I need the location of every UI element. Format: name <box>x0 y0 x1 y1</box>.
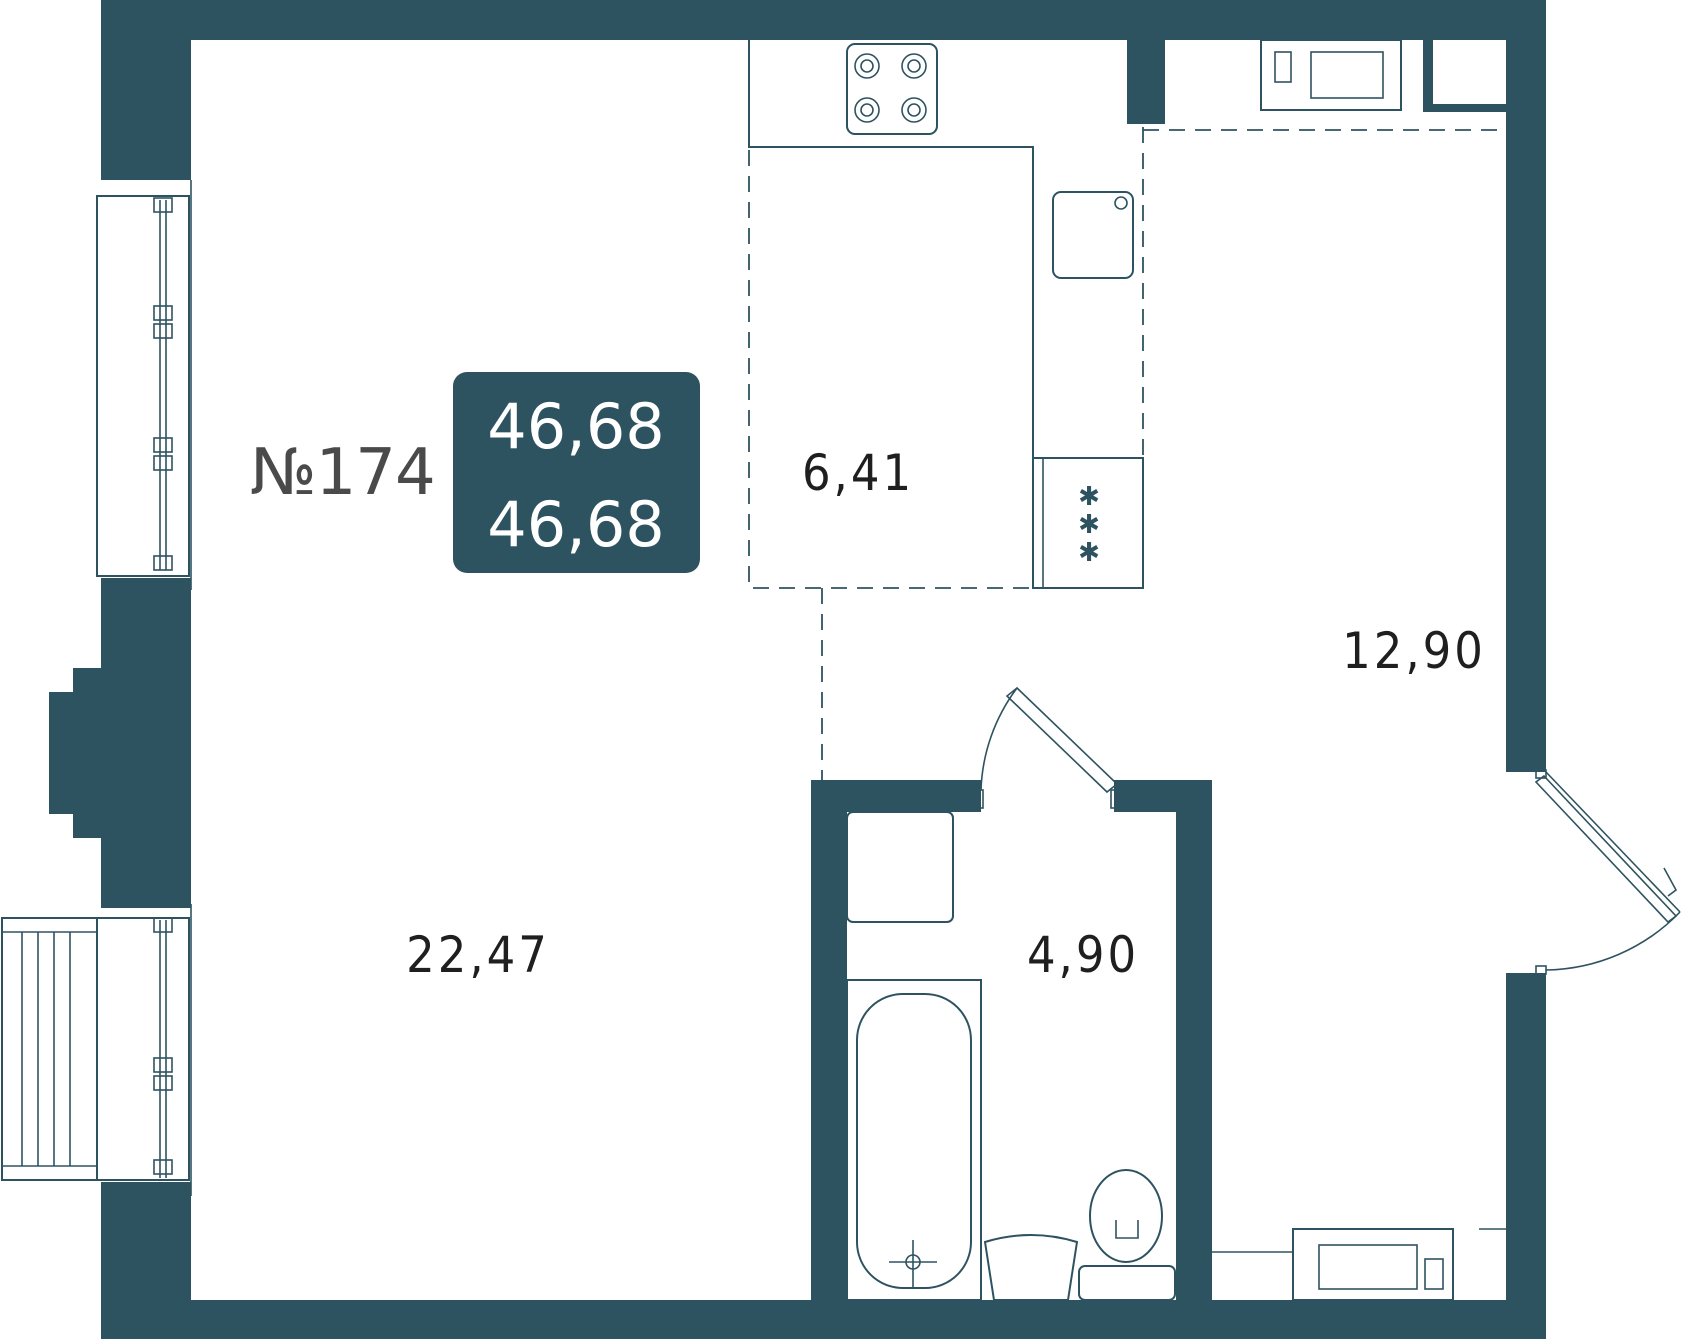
window-upper-frame <box>96 195 190 577</box>
kitchen-zone-boundary <box>748 150 1033 589</box>
svg-text:✱: ✱ <box>1078 482 1100 512</box>
bathroom-wall-right <box>1176 780 1212 1300</box>
apartment-number: №174 <box>250 436 435 510</box>
wall-left-top <box>101 0 191 180</box>
living-area: 46,68 <box>487 488 665 561</box>
bathroom-area-label: 4,90 <box>1027 926 1139 984</box>
kitchen-area-label: 6,41 <box>802 444 914 502</box>
svg-text:✱: ✱ <box>1078 510 1100 540</box>
bathroom-wall-left <box>811 780 847 1300</box>
window-upper <box>96 180 192 590</box>
living-room-area-label: 22,47 <box>406 926 550 984</box>
kitchen-counter <box>748 40 1034 458</box>
wall-left-bottom <box>101 1182 191 1339</box>
stove-icon <box>846 43 938 135</box>
wall-right-bottom <box>1506 973 1546 1339</box>
wall-left-projection-far <box>49 692 89 814</box>
bathroom-wall-top-left <box>811 780 981 812</box>
wall-bottom <box>101 1300 1546 1339</box>
wall-niche-side <box>1423 40 1433 110</box>
washbasin-icon <box>846 811 954 923</box>
kitchen: ✱ ✱ ✱ <box>748 40 1144 589</box>
entrance-door-icon <box>1534 769 1681 975</box>
sink-icon <box>1052 191 1134 279</box>
outer-walls <box>49 0 1546 1339</box>
hall-area-label: 12,90 <box>1342 622 1486 680</box>
radiator-grille <box>1 917 98 1181</box>
hygienic-sink-icon <box>983 1234 1079 1301</box>
bathroom-door-icon <box>976 686 1119 809</box>
hall-zone-boundaries <box>821 127 1506 780</box>
window-lower <box>96 904 192 1196</box>
washer-bottom-icon <box>1212 1228 1506 1301</box>
total-area: 46,68 <box>487 390 665 463</box>
bathroom-walls <box>811 780 1212 1300</box>
wall-right-top <box>1506 0 1546 772</box>
bathtub-icon <box>846 979 982 1301</box>
fridge-icon: ✱ ✱ ✱ <box>1032 457 1144 589</box>
window-lower-frame <box>96 917 190 1181</box>
wall-top <box>101 0 1546 40</box>
bathroom-fixtures <box>846 811 1176 1301</box>
area-badge: 46,68 46,68 <box>453 372 700 573</box>
wall-left-middle <box>101 578 191 908</box>
wall-pier-top <box>1127 40 1165 124</box>
wall-niche-base <box>1423 104 1506 112</box>
toilet-icon <box>1078 1169 1176 1301</box>
svg-text:✱: ✱ <box>1078 538 1100 568</box>
washer-top-icon <box>1260 39 1402 111</box>
area-badge-background <box>453 372 700 573</box>
